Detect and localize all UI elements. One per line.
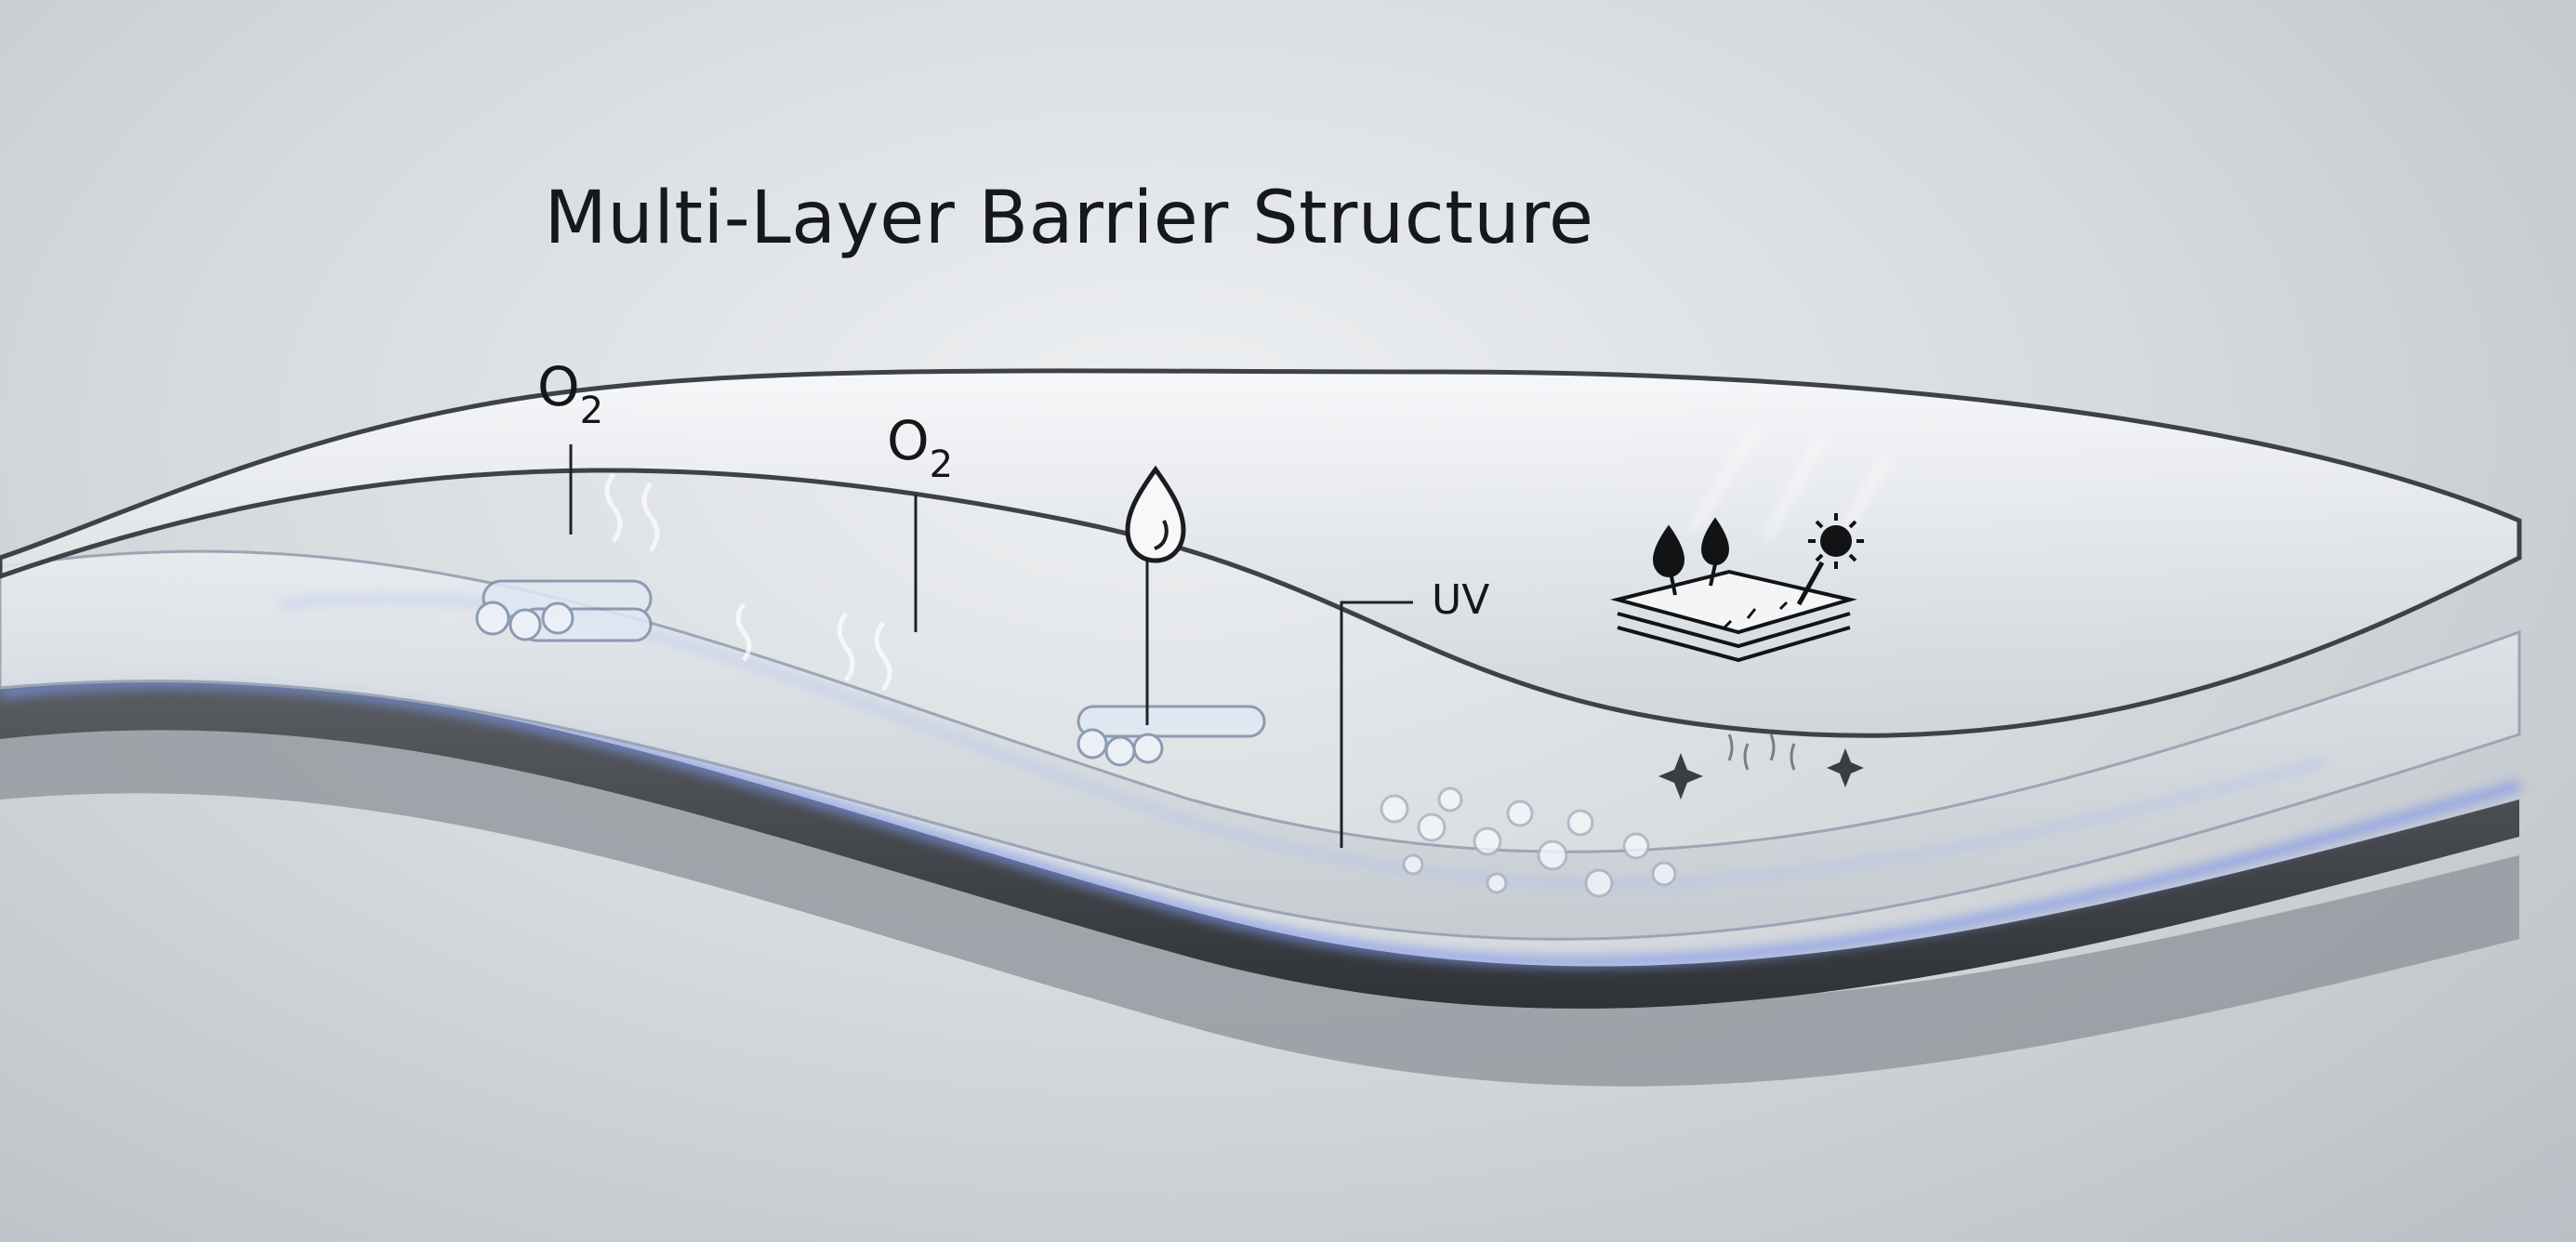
- base-layer: [0, 707, 2519, 1087]
- glow-line: [0, 676, 2521, 968]
- oxygen-symbol: O: [537, 355, 580, 418]
- page-title: Multi-Layer Barrier Structure: [544, 177, 1594, 260]
- oxygen-subscript: 2: [929, 443, 954, 486]
- uv-label: UV: [1432, 576, 1490, 624]
- vapor-wisps: [604, 472, 892, 692]
- oxygen-label-1: O2: [537, 355, 603, 432]
- middle-layer: [0, 549, 2521, 941]
- texture-strands: [1727, 733, 1796, 771]
- tube-cluster-left: [475, 579, 653, 642]
- sparkle-icon: [1658, 748, 1864, 799]
- oxygen-symbol: O: [887, 409, 930, 472]
- leader-lines: [569, 444, 1413, 848]
- rain-and-sun-layers-icon: [1610, 513, 1864, 663]
- oxygen-label-2: O2: [887, 409, 953, 486]
- tube-cluster-middle: [1077, 705, 1266, 767]
- bubble-cluster: [1380, 786, 1677, 898]
- top-layer: [0, 368, 2522, 738]
- oxygen-subscript: 2: [579, 389, 604, 432]
- dark-layer: [0, 679, 2519, 1009]
- water-drop-icon: [1125, 465, 1186, 563]
